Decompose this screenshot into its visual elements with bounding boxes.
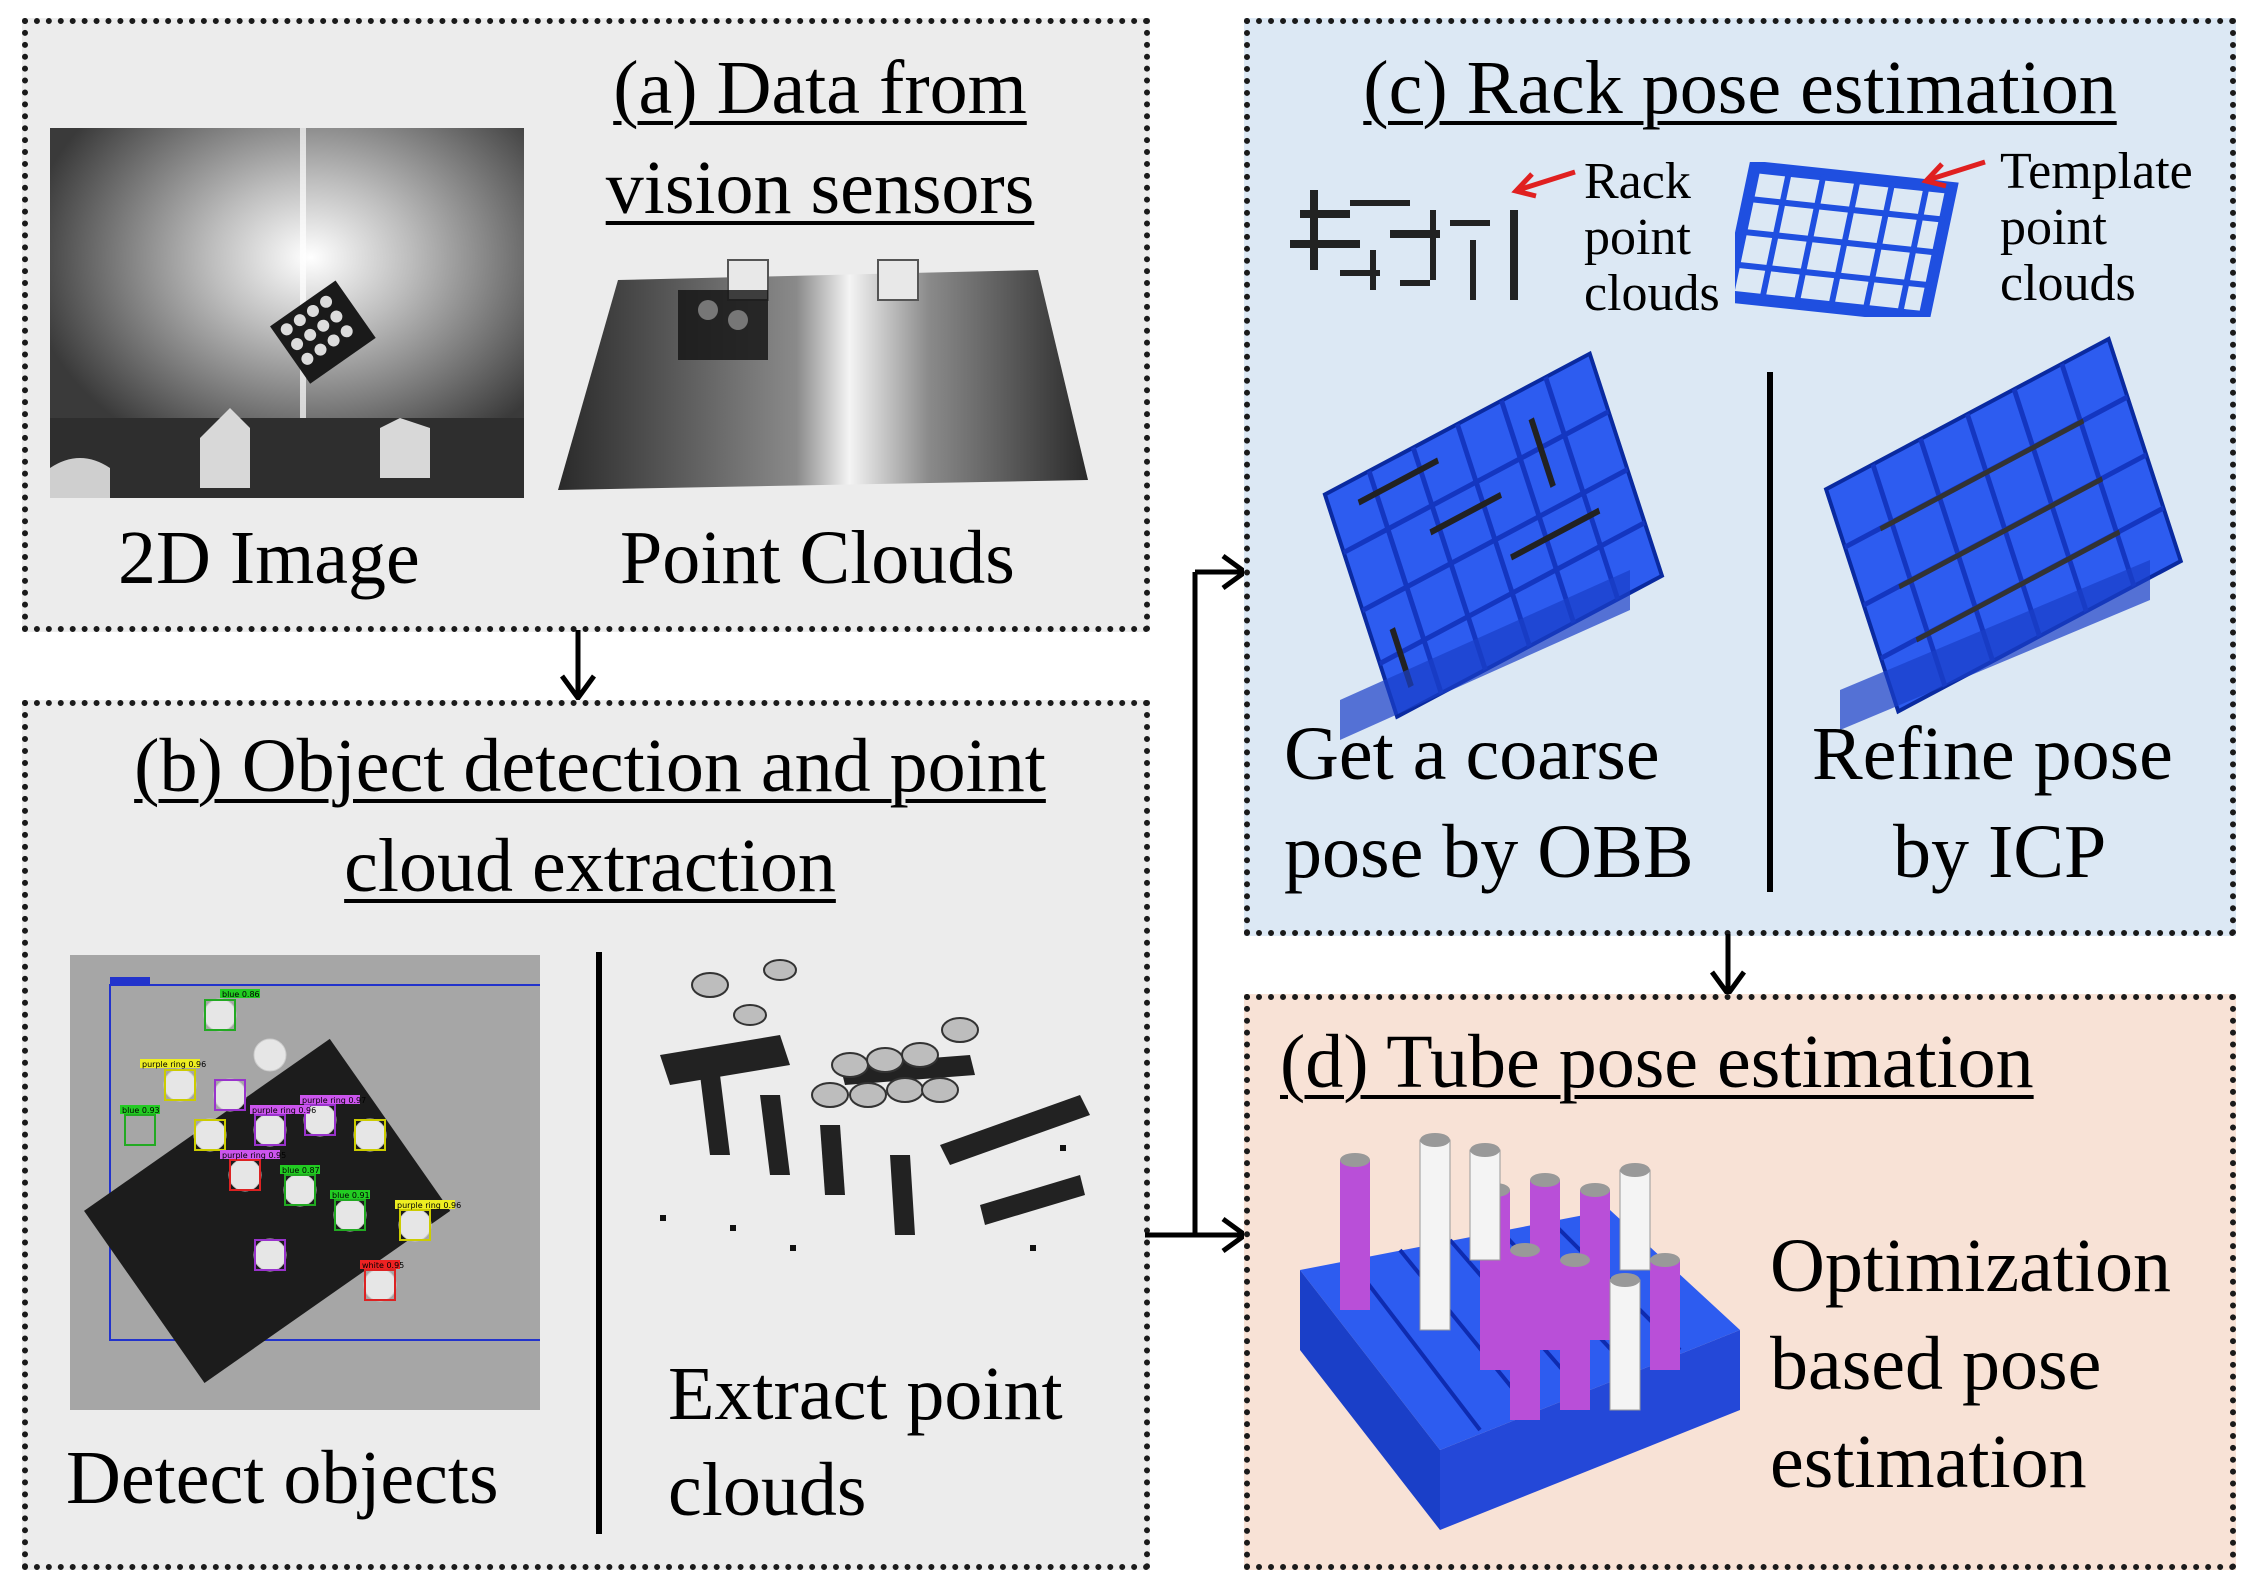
- template-label-line1: Template: [2000, 143, 2193, 200]
- detection-label: purple ring 0.95: [222, 1151, 286, 1160]
- detection-label: purple ring 0.96: [252, 1106, 316, 1115]
- template-label-line3: clouds: [2000, 255, 2136, 312]
- detection-label: blue 0.86: [222, 990, 260, 999]
- detection-label: purple ring 0.96: [397, 1201, 461, 1210]
- panel-a-caption-point-clouds: Point Clouds: [620, 516, 1015, 600]
- arrow-a-to-b: [559, 630, 597, 703]
- panel-c-title: (c) Rack pose estimation: [1363, 46, 2117, 130]
- panel-d-caption-line1: Optimization: [1770, 1224, 2172, 1308]
- panel-b-caption-extract-line2: clouds: [668, 1448, 867, 1532]
- refined-pose-rack-image: [1823, 336, 2184, 730]
- detection-label: blue 0.93: [122, 1106, 160, 1115]
- panel-a-title-line2: vision sensors: [605, 146, 1035, 230]
- red-arrow-rack: [1511, 169, 1576, 199]
- coarse-pose-rack-image: [1322, 350, 1665, 740]
- panel-d-caption-line3: estimation: [1770, 1420, 2087, 1504]
- detection-label: purple ring 0.96: [142, 1060, 206, 1069]
- panel-b-caption-extract-line1: Extract point: [668, 1352, 1063, 1436]
- template-label-line2: point: [2000, 199, 2107, 256]
- point-cloud-image: [558, 259, 1088, 490]
- detection-label: blue 0.87: [282, 1166, 320, 1175]
- panel-c-caption-coarse-line2: pose by OBB: [1284, 810, 1694, 894]
- panel-d-title: (d) Tube pose estimation: [1280, 1020, 2034, 1104]
- rack-label-line1: Rack: [1584, 153, 1691, 210]
- panel-c-caption-refine-line2: by ICP: [1893, 810, 2107, 894]
- rack-point-cloud-image: [1290, 190, 1518, 300]
- panel-b-title-line2: cloud extraction: [344, 824, 836, 908]
- template-point-cloud-image: [1735, 162, 1959, 317]
- panel-b-caption-detect-objects: Detect objects: [66, 1436, 499, 1520]
- detection-label: blue 0.91: [332, 1191, 370, 1200]
- panel-c-caption-refine-line1: Refine pose: [1812, 712, 2173, 796]
- detection-image: blue 0.86 purple ring 0.96 blue 0.93 pur…: [70, 955, 540, 1410]
- red-arrow-template: [1921, 159, 1986, 189]
- panel-d-caption-line2: based pose: [1770, 1322, 2102, 1406]
- detection-label: white 0.95: [362, 1261, 404, 1270]
- 2d-image: [50, 128, 524, 498]
- panel-b-title-line1: (b) Object detection and point: [134, 724, 1046, 808]
- tube-pose-image: [1300, 1133, 1740, 1530]
- panel-c-divider: [1767, 372, 1773, 892]
- panel-b-divider: [596, 952, 602, 1534]
- panel-a-title-line1: (a) Data from: [613, 46, 1027, 130]
- extracted-point-cloud-image: [660, 959, 1090, 1251]
- panel-c-caption-coarse-line1: Get a coarse: [1284, 712, 1660, 796]
- detection-label: purple ring 0.97: [302, 1096, 366, 1105]
- rack-label-line3: clouds: [1584, 265, 1720, 322]
- panel-a-caption-2d-image: 2D Image: [118, 516, 420, 600]
- arrow-b-to-c-and-d: [1145, 553, 1250, 1254]
- rack-label-line2: point: [1584, 209, 1691, 266]
